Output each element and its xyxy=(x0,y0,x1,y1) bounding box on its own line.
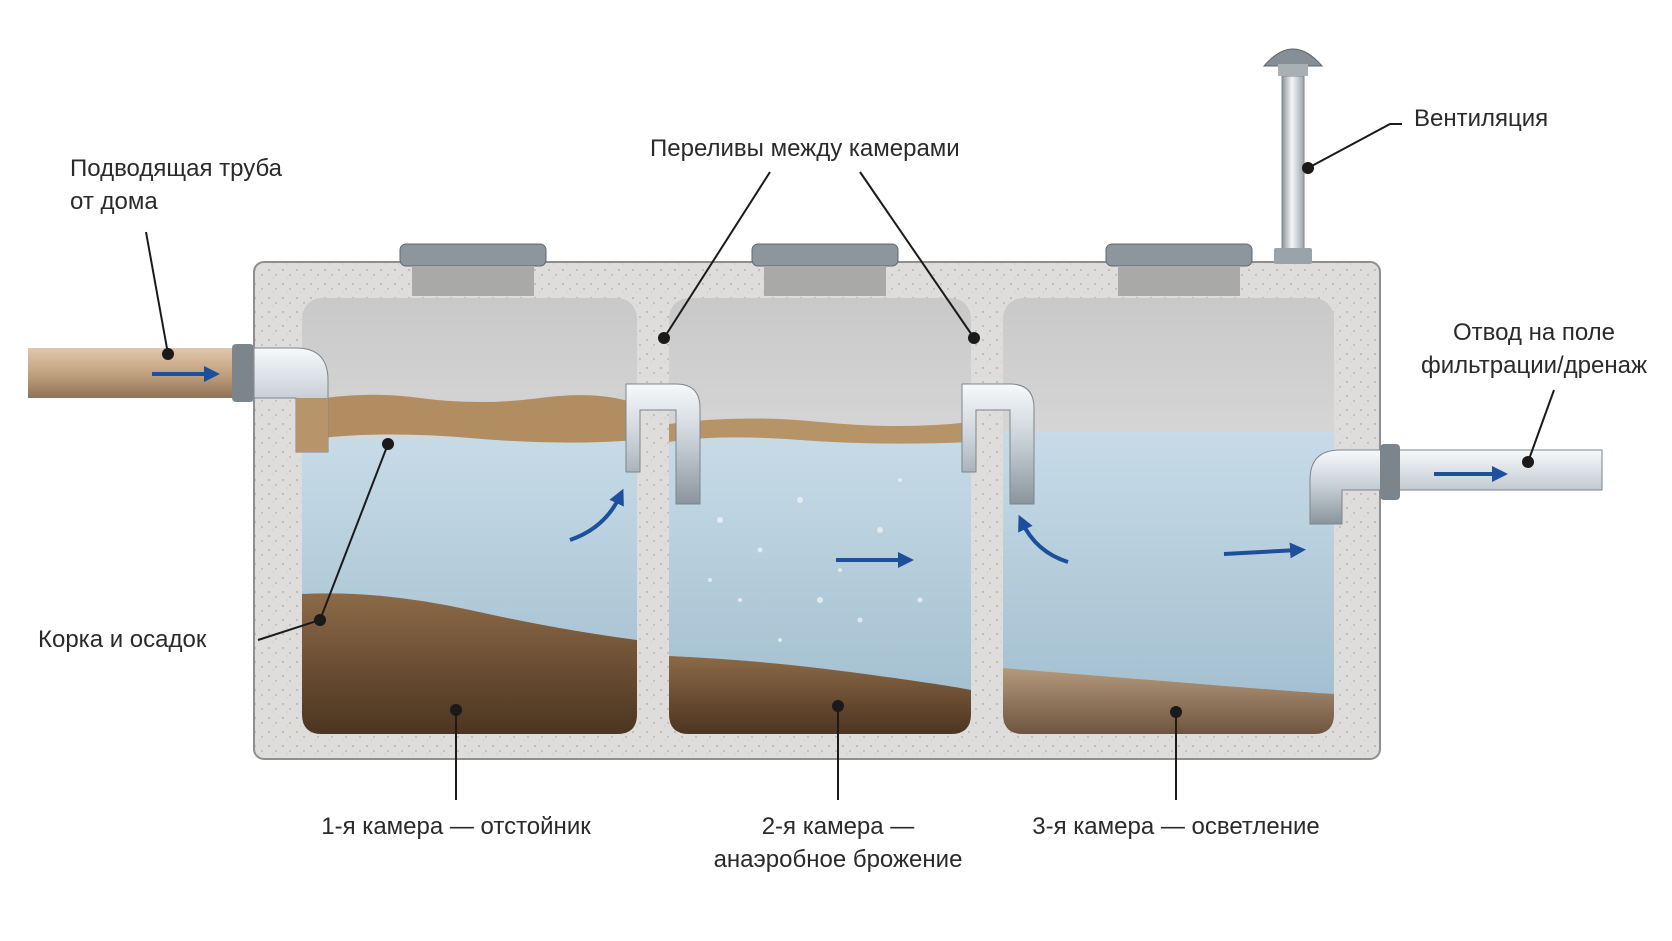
inlet-label: Подводящая труба от дома xyxy=(70,155,283,215)
overflow-pipe-2 xyxy=(961,383,1035,505)
outlet-label: Отвод на поле фильтрации/дренаж xyxy=(1420,319,1648,379)
chamber-3 xyxy=(1003,298,1334,734)
leader-lines xyxy=(145,123,1555,800)
ventilation-label: Вентиляция xyxy=(1414,105,1549,132)
chamber-1 xyxy=(302,298,637,734)
lid-2 xyxy=(751,243,899,296)
leader-dots xyxy=(162,162,1534,718)
chamber-3-label: 3-я камера — осветление xyxy=(1032,813,1320,840)
chamber-2 xyxy=(669,298,971,734)
manhole-lids xyxy=(399,243,1253,296)
crust-label: Корка и осадок xyxy=(38,626,207,653)
vent-pipe xyxy=(1262,48,1324,264)
lid-3 xyxy=(1105,243,1253,296)
chamber-2-label: 2-я камера — анаэробное брожение xyxy=(713,813,963,873)
outlet-pipe xyxy=(1309,444,1603,525)
lid-1 xyxy=(399,243,547,296)
inlet-pipe xyxy=(28,344,254,402)
flow-arrows xyxy=(152,366,1508,568)
chamber-1-label: 1-я камера — отстойник xyxy=(321,813,591,840)
overflow-pipe-1 xyxy=(625,383,701,505)
overflows-label: Переливы между камерами xyxy=(650,135,960,162)
inlet-elbow xyxy=(253,347,329,453)
